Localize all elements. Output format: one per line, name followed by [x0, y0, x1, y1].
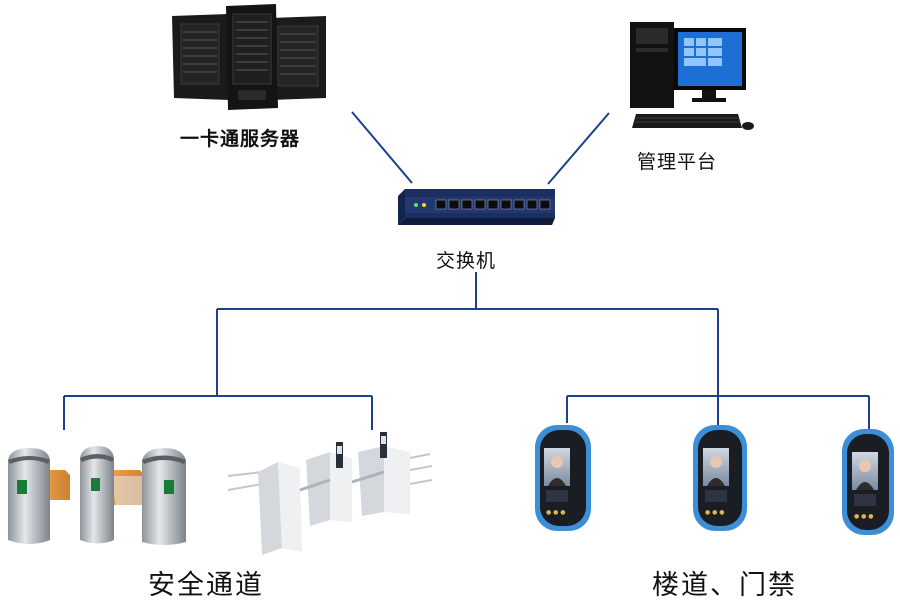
switch-label: 交换机	[436, 250, 497, 272]
tripod-turnstile-icon	[227, 432, 433, 555]
svg-text:● ● ●: ● ● ●	[705, 509, 725, 516]
server-label: 一卡通服务器	[180, 128, 301, 150]
svg-text:● ● ●: ● ● ●	[546, 509, 566, 516]
desktop-computer-icon	[630, 22, 754, 130]
network-switch-icon	[398, 189, 555, 225]
door-access-label: 楼道、门禁	[652, 570, 797, 601]
svg-text:● ● ●: ● ● ●	[854, 513, 874, 520]
management-platform-label: 管理平台	[637, 151, 718, 173]
secure-passage-label: 安全通道	[148, 570, 264, 601]
connection-lines	[63, 111, 870, 430]
speed-gate-icon	[8, 446, 186, 545]
server-icon	[172, 4, 326, 110]
face-terminal-icon: ● ● ● ● ● ● ● ● ●	[535, 425, 894, 535]
